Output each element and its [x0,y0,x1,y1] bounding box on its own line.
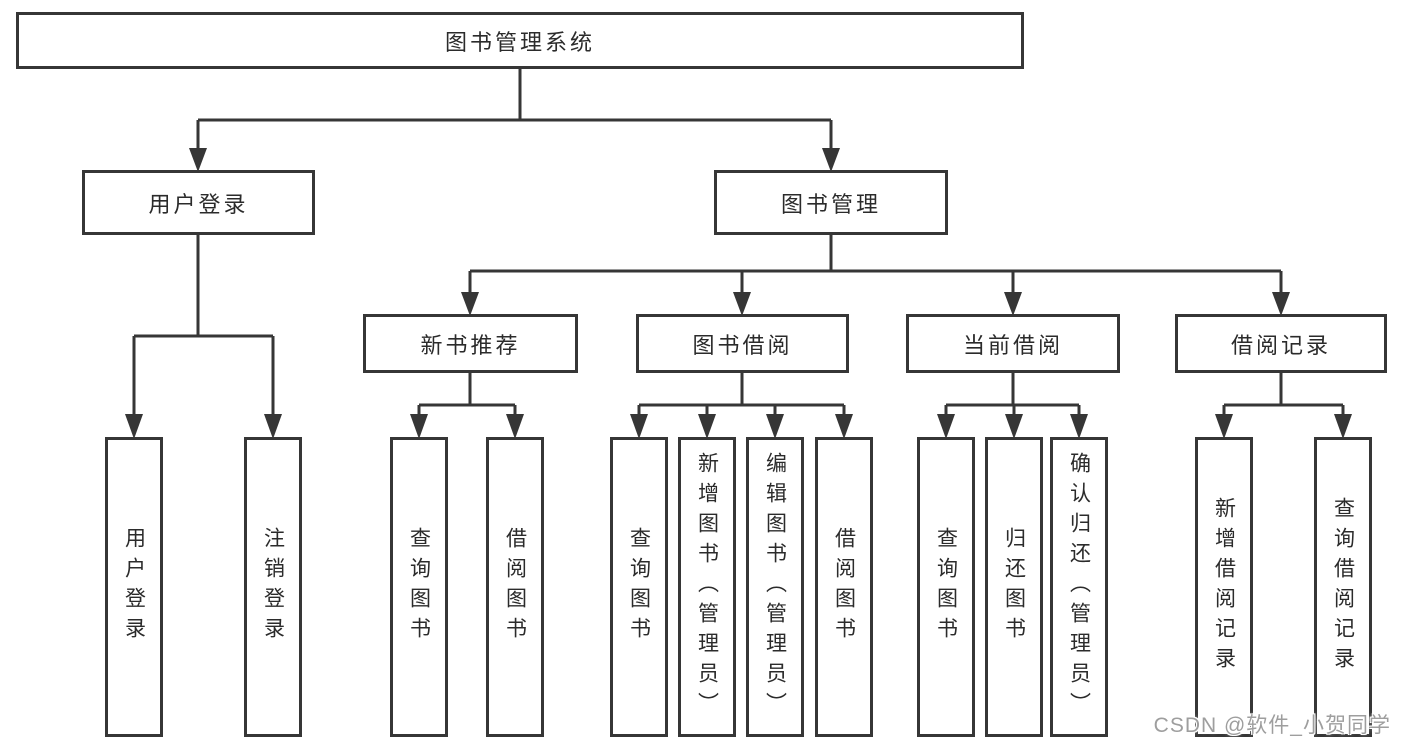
branch-lines [132,69,1345,416]
leaf-label: 新增借阅记录 [1212,497,1236,677]
leaf-label: 查询图书 [407,527,431,647]
csdn-watermark: CSDN @软件_小贺同学 [1153,714,1391,737]
leaf-add-borrow-record: 新增借阅记录 [1195,437,1253,737]
leaf-label: 借阅图书 [832,527,856,647]
leaf-label: 归还图书 [1002,527,1026,647]
node-new-book-recommendation: 新书推荐 [363,314,578,373]
leaf-label: 新增图书（管理员） [695,452,719,722]
leaf-label: 查询借阅记录 [1331,497,1355,677]
node-user-login: 用户登录 [82,170,315,235]
leaf-label: 注销登录 [261,527,285,647]
node-borrowing-records: 借阅记录 [1175,314,1387,373]
leaf-return-books: 归还图书 [985,437,1043,737]
leaf-label: 借阅图书 [503,527,527,647]
node-book-borrowing: 图书借阅 [636,314,849,373]
leaf-query-borrow-record: 查询借阅记录 [1314,437,1372,737]
node-label: 新书推荐 [420,332,521,358]
node-label: 用户登录 [148,191,249,217]
node-label: 图书管理 [780,191,881,217]
node-book-management: 图书管理 [714,170,948,235]
leaf-add-book-admin: 新增图书（管理员） [678,437,736,737]
leaf-query-books-current: 查询图书 [917,437,975,737]
node-library-management-system: 图书管理系统 [16,12,1024,69]
leaf-query-books-borrowing: 查询图书 [610,437,668,737]
leaf-borrow-books-recommend: 借阅图书 [486,437,544,737]
arrowheads [125,148,1352,439]
leaf-confirm-return-admin: 确认归还（管理员） [1050,437,1108,737]
leaf-label: 用户登录 [122,527,146,647]
node-label: 当前借阅 [962,332,1063,358]
node-current-borrowing: 当前借阅 [906,314,1120,373]
node-label: 图书管理系统 [444,29,595,55]
leaf-label: 查询图书 [627,527,651,647]
leaf-label: 确认归还（管理员） [1067,452,1091,722]
node-label: 图书借阅 [692,332,793,358]
leaf-label: 查询图书 [934,527,958,647]
leaf-query-books-recommend: 查询图书 [390,437,448,737]
leaf-borrow-books: 借阅图书 [815,437,873,737]
leaf-logout: 注销登录 [244,437,302,737]
node-label: 借阅记录 [1230,332,1331,358]
leaf-user-login: 用户登录 [105,437,163,737]
leaf-label: 编辑图书（管理员） [763,452,787,722]
leaf-edit-book-admin: 编辑图书（管理员） [746,437,804,737]
